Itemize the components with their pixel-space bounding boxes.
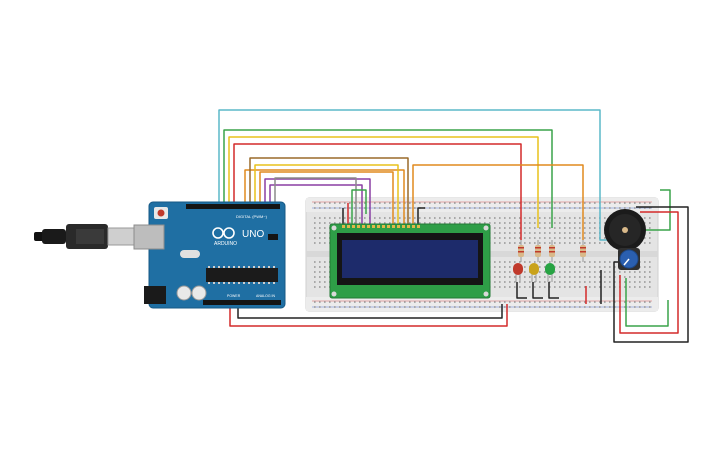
lcd-module[interactable]: [329, 223, 491, 299]
board-brand: ARDUINO: [214, 241, 237, 247]
usb-port: [133, 224, 165, 250]
wire-black-outer[interactable]: [613, 206, 689, 343]
wire-green-lcd[interactable]: [351, 189, 367, 226]
wire-black-lcd-2[interactable]: [417, 207, 425, 226]
lcd-pin-header: [342, 225, 420, 228]
lcd-screen: [342, 240, 478, 278]
led-yellow[interactable]: [529, 263, 539, 282]
resistor-2[interactable]: [535, 240, 541, 262]
wire-teal[interactable]: [218, 109, 612, 241]
crystal: [180, 250, 200, 258]
wire-orange-lcd-2[interactable]: [259, 171, 394, 226]
dc-jack: [144, 286, 166, 304]
wire-black-led-2[interactable]: [532, 282, 543, 299]
resistor-3[interactable]: [549, 240, 555, 262]
wire-black-bottom[interactable]: [237, 302, 503, 319]
wire-purple-lcd-1[interactable]: [264, 178, 371, 226]
capacitor-1: [176, 285, 192, 301]
led-green[interactable]: [545, 263, 555, 282]
wire-black-led-3[interactable]: [548, 282, 559, 299]
wires: [218, 109, 689, 343]
resistors: [518, 240, 586, 262]
capacitor-2: [191, 285, 207, 301]
resistor-4[interactable]: [580, 240, 586, 262]
analog-label: ANALOG IN: [256, 294, 276, 298]
wire-purple-lcd-2[interactable]: [269, 184, 363, 226]
wire-red-led[interactable]: [233, 143, 522, 240]
wire-gray-lcd[interactable]: [274, 177, 357, 226]
board-model: UNO: [242, 229, 264, 240]
power-label: POWER: [227, 294, 241, 298]
leds: [513, 263, 555, 282]
power-analog-header: [203, 300, 281, 305]
wire-green-buzzer[interactable]: [640, 189, 671, 231]
wire-orange-lcd-1[interactable]: [244, 169, 405, 226]
wire-black-led-1[interactable]: [516, 282, 527, 299]
led-red[interactable]: [513, 263, 523, 282]
wire-red-bottom[interactable]: [229, 302, 508, 327]
atmega-chip: [206, 268, 278, 282]
wire-yellow-long[interactable]: [228, 136, 539, 228]
piezo-buzzer[interactable]: [604, 209, 646, 251]
wire-green-long[interactable]: [223, 129, 553, 228]
resistor-1[interactable]: [518, 240, 524, 262]
breadboard-top-rail: [306, 198, 658, 212]
digital-label: DIGITAL (PWM~): [236, 214, 268, 219]
wire-orange-right[interactable]: [412, 164, 584, 240]
icsp-header: [268, 234, 278, 240]
breadboard-bottom-rail: [306, 297, 658, 311]
potentiometer[interactable]: [618, 248, 640, 270]
arduino-uno-board[interactable]: UNO ARDUINO DIGITAL (PWM~) POWER ANALOG …: [133, 201, 286, 309]
wire-green-pot[interactable]: [625, 278, 669, 327]
usb-cable[interactable]: [34, 224, 137, 249]
wire-yellow-lcd[interactable]: [254, 164, 399, 226]
wire-red-outer[interactable]: [619, 211, 679, 334]
digital-header: [186, 204, 280, 209]
arduino-logo-icon: [212, 227, 235, 239]
wire-brown-lcd[interactable]: [249, 157, 409, 226]
